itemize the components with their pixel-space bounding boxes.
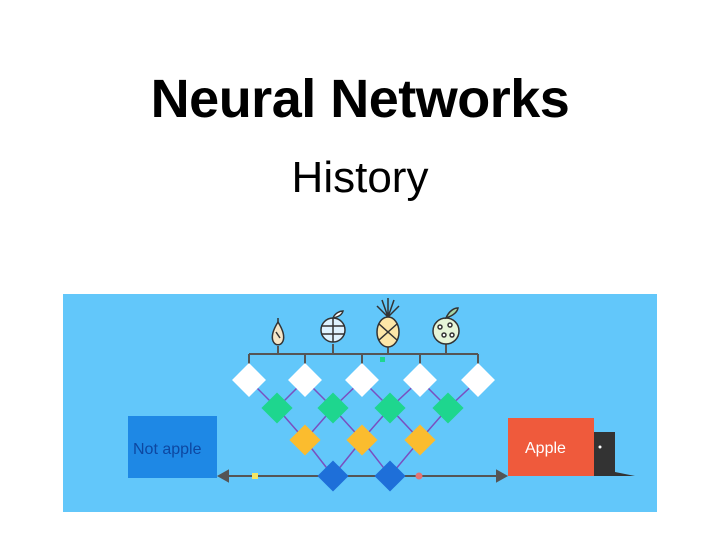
signal-dot — [380, 357, 385, 362]
not-apple-label: Not apple — [133, 441, 202, 458]
signal-dot — [252, 473, 258, 479]
not-apple-box: Not apple — [128, 416, 217, 478]
signal-dot — [416, 473, 423, 480]
apple-label: Apple — [525, 440, 566, 457]
neural-network-illustration: Not apple Apple — [63, 294, 657, 512]
slide-subtitle: History — [0, 156, 720, 200]
slide-title: Neural Networks — [0, 72, 720, 126]
illustration-background — [63, 294, 657, 512]
